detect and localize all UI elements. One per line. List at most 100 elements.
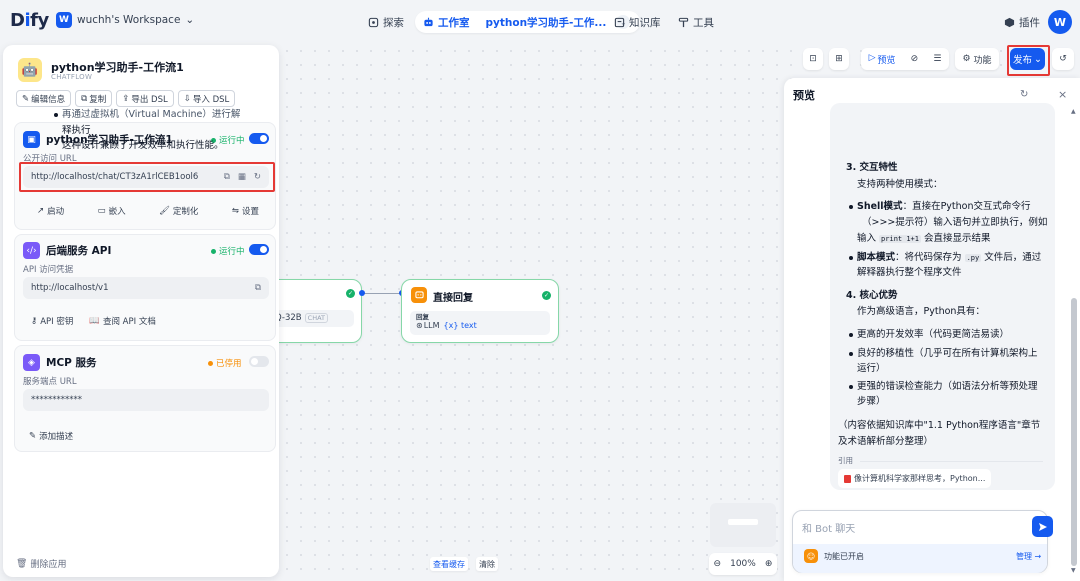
- customize-label: 定制化: [172, 207, 199, 217]
- embed-link[interactable]: ▭嵌入: [98, 205, 126, 217]
- shell-line3-pre: 输入: [857, 233, 877, 244]
- export-dsl-button[interactable]: ⇪导出 DSL: [116, 90, 174, 107]
- send-button[interactable]: [1032, 516, 1053, 537]
- message-list-item: 更强的错误检查能力（如语法分析等预处理: [849, 377, 1038, 396]
- webapp-url-field[interactable]: http://localhost/chat/CT3zA1rlCEB1ool6 ⧉…: [23, 166, 269, 188]
- mcp-url-field[interactable]: ************: [23, 389, 269, 411]
- api-url-field[interactable]: http://localhost/v1 ⧉: [23, 277, 269, 299]
- message-list-item: 更高的开发效率（代码更简洁易读）: [848, 325, 1009, 344]
- message-line: 解释器执行整个程序文件: [857, 267, 962, 278]
- citation-label: 引用: [838, 456, 853, 465]
- add-description-label: 添加描述: [39, 432, 74, 442]
- checklist-icon[interactable]: ⊘: [910, 54, 919, 64]
- webapp-toggle[interactable]: [249, 133, 269, 144]
- answer-icon: [411, 287, 427, 303]
- api-key-link[interactable]: ⚷API 密钥: [31, 315, 73, 327]
- duplicate-button[interactable]: ⧉复制: [75, 90, 113, 107]
- script-mode-text-post: 文件后，通过: [984, 252, 1042, 263]
- delete-app-button[interactable]: 🗑删除应用: [16, 557, 66, 571]
- message-line: 释执行: [62, 125, 91, 136]
- scroll-down-icon[interactable]: ▼: [1071, 567, 1076, 574]
- qrcode-icon[interactable]: ▦: [237, 172, 246, 182]
- clear-cache-button[interactable]: 清除: [476, 557, 498, 571]
- webapp-status: 运行中: [211, 134, 245, 146]
- manage-features-link[interactable]: 管理 →: [1016, 552, 1042, 561]
- edit-info-button[interactable]: ✎编辑信息: [16, 90, 72, 107]
- preview-button[interactable]: ▷预览: [869, 53, 896, 66]
- history-button[interactable]: ↺: [1052, 48, 1074, 70]
- message-heading: 3. 交互特性: [846, 162, 898, 173]
- features-icon: ⚙: [962, 54, 971, 64]
- chevron-down-icon: ⌄: [185, 14, 195, 26]
- nav-tools-label: 工具: [693, 16, 714, 29]
- sliders-icon: ⇋: [231, 206, 239, 216]
- copy-icon[interactable]: ⧉: [223, 172, 230, 182]
- book-icon: [614, 17, 625, 27]
- publish-button[interactable]: 发布⌄: [1010, 48, 1045, 70]
- top-bar: Dify W wuchh's Workspace ⌄ 探索 工作室 python…: [0, 0, 1080, 44]
- workspace-switcher[interactable]: W wuchh's Workspace ⌄: [56, 12, 194, 28]
- user-avatar[interactable]: W: [1048, 10, 1072, 34]
- minimap[interactable]: [710, 503, 776, 547]
- settings-link[interactable]: ⇋设置: [232, 205, 259, 217]
- play-icon: ▷: [868, 52, 876, 63]
- zoom-level: 100%: [730, 559, 756, 569]
- view-cache-button[interactable]: 查看缓存: [430, 557, 468, 571]
- api-toggle[interactable]: [249, 244, 269, 255]
- message-line: 运行）: [857, 363, 886, 374]
- dify-logo[interactable]: Dify: [10, 10, 49, 31]
- features-button[interactable]: ⚙功能: [955, 48, 999, 70]
- conversation-variable-button[interactable]: ⊞: [829, 48, 849, 70]
- mcp-toggle[interactable]: [249, 356, 269, 367]
- zoom-control[interactable]: ⊖ 100% ⊕: [709, 553, 777, 575]
- send-icon: [1038, 522, 1047, 531]
- api-card: ‹/› 后端服务 API 运行中 API 访问凭据 http://localho…: [14, 234, 276, 341]
- embed-icon: ▭: [97, 206, 106, 216]
- import-dsl-button[interactable]: ⇩导入 DSL: [177, 90, 236, 107]
- message-list-item: Shell模式：直接在Python交互式命令行: [849, 197, 1031, 216]
- cube-icon: [1004, 17, 1015, 28]
- current-app-name[interactable]: python学习助手-工作...: [485, 16, 607, 29]
- features-enabled-bar: [793, 544, 1047, 573]
- scrollbar-thumb[interactable]: [1071, 298, 1077, 566]
- add-description-link[interactable]: ✎添加描述: [29, 430, 73, 442]
- shell-mode-label: Shell模式: [857, 201, 903, 212]
- zoom-out-icon[interactable]: ⊖: [713, 559, 722, 569]
- mcp-url-label: 服务端点 URL: [23, 377, 77, 387]
- hammer-icon: [678, 17, 689, 27]
- connector-handle[interactable]: [359, 290, 365, 296]
- webapp-card: ▣ python学习助手-工作流1 运行中 公开访问 URL http://lo…: [14, 122, 276, 230]
- robot-icon: [424, 17, 433, 26]
- embed-label: 嵌入: [108, 207, 126, 217]
- mcp-status: 已停用: [208, 357, 242, 369]
- list-icon[interactable]: ☰: [933, 54, 942, 64]
- api-url-label: API 访问凭据: [23, 265, 74, 275]
- llm-ref-icon: ⊛: [416, 321, 423, 330]
- copy-icon[interactable]: ⧉: [254, 283, 261, 293]
- message-line: （>>>提示符）输入语句并立即执行，例如: [862, 217, 1048, 228]
- nav-explore[interactable]: 探索: [368, 11, 404, 33]
- plugins-button[interactable]: 插件: [1004, 15, 1040, 30]
- env-variable-button[interactable]: ⊡: [803, 48, 823, 70]
- refresh-icon[interactable]: ↻: [253, 172, 261, 182]
- pdf-icon: [844, 474, 851, 483]
- nav-knowledge[interactable]: 知识库: [614, 11, 661, 33]
- answer-node[interactable]: 直接回复 ✓ 回复 ⊛LLM {x} text: [401, 279, 559, 343]
- api-status: 运行中: [211, 245, 245, 257]
- zoom-in-icon[interactable]: ⊕: [764, 559, 773, 569]
- nav-studio[interactable]: 工作室 python学习助手-工作... ⌄: [415, 11, 641, 33]
- customize-link[interactable]: 🖌定制化: [159, 205, 198, 217]
- nav-tools[interactable]: 工具: [678, 11, 714, 33]
- edit-icon: ✎: [22, 93, 30, 104]
- citation-item[interactable]: 像计算机科学家那样思考，Python...: [838, 469, 992, 488]
- webapp-url: http://localhost/chat/CT3zA1rlCEB1ool6: [31, 172, 199, 182]
- close-icon[interactable]: ×: [1058, 88, 1068, 101]
- launch-link[interactable]: ↗启动: [37, 205, 64, 217]
- scroll-up-icon[interactable]: ▲: [1071, 108, 1076, 115]
- reset-icon[interactable]: ↻: [1020, 89, 1029, 100]
- divider: [860, 461, 1043, 462]
- chat-input[interactable]: 和 Bot 聊天: [802, 524, 856, 535]
- webapp-title: python学习助手-工作流1: [46, 134, 173, 146]
- preview-scrollbar[interactable]: ▲ ▼: [1070, 108, 1077, 574]
- api-docs-link[interactable]: 📖查阅 API 文档: [89, 315, 155, 327]
